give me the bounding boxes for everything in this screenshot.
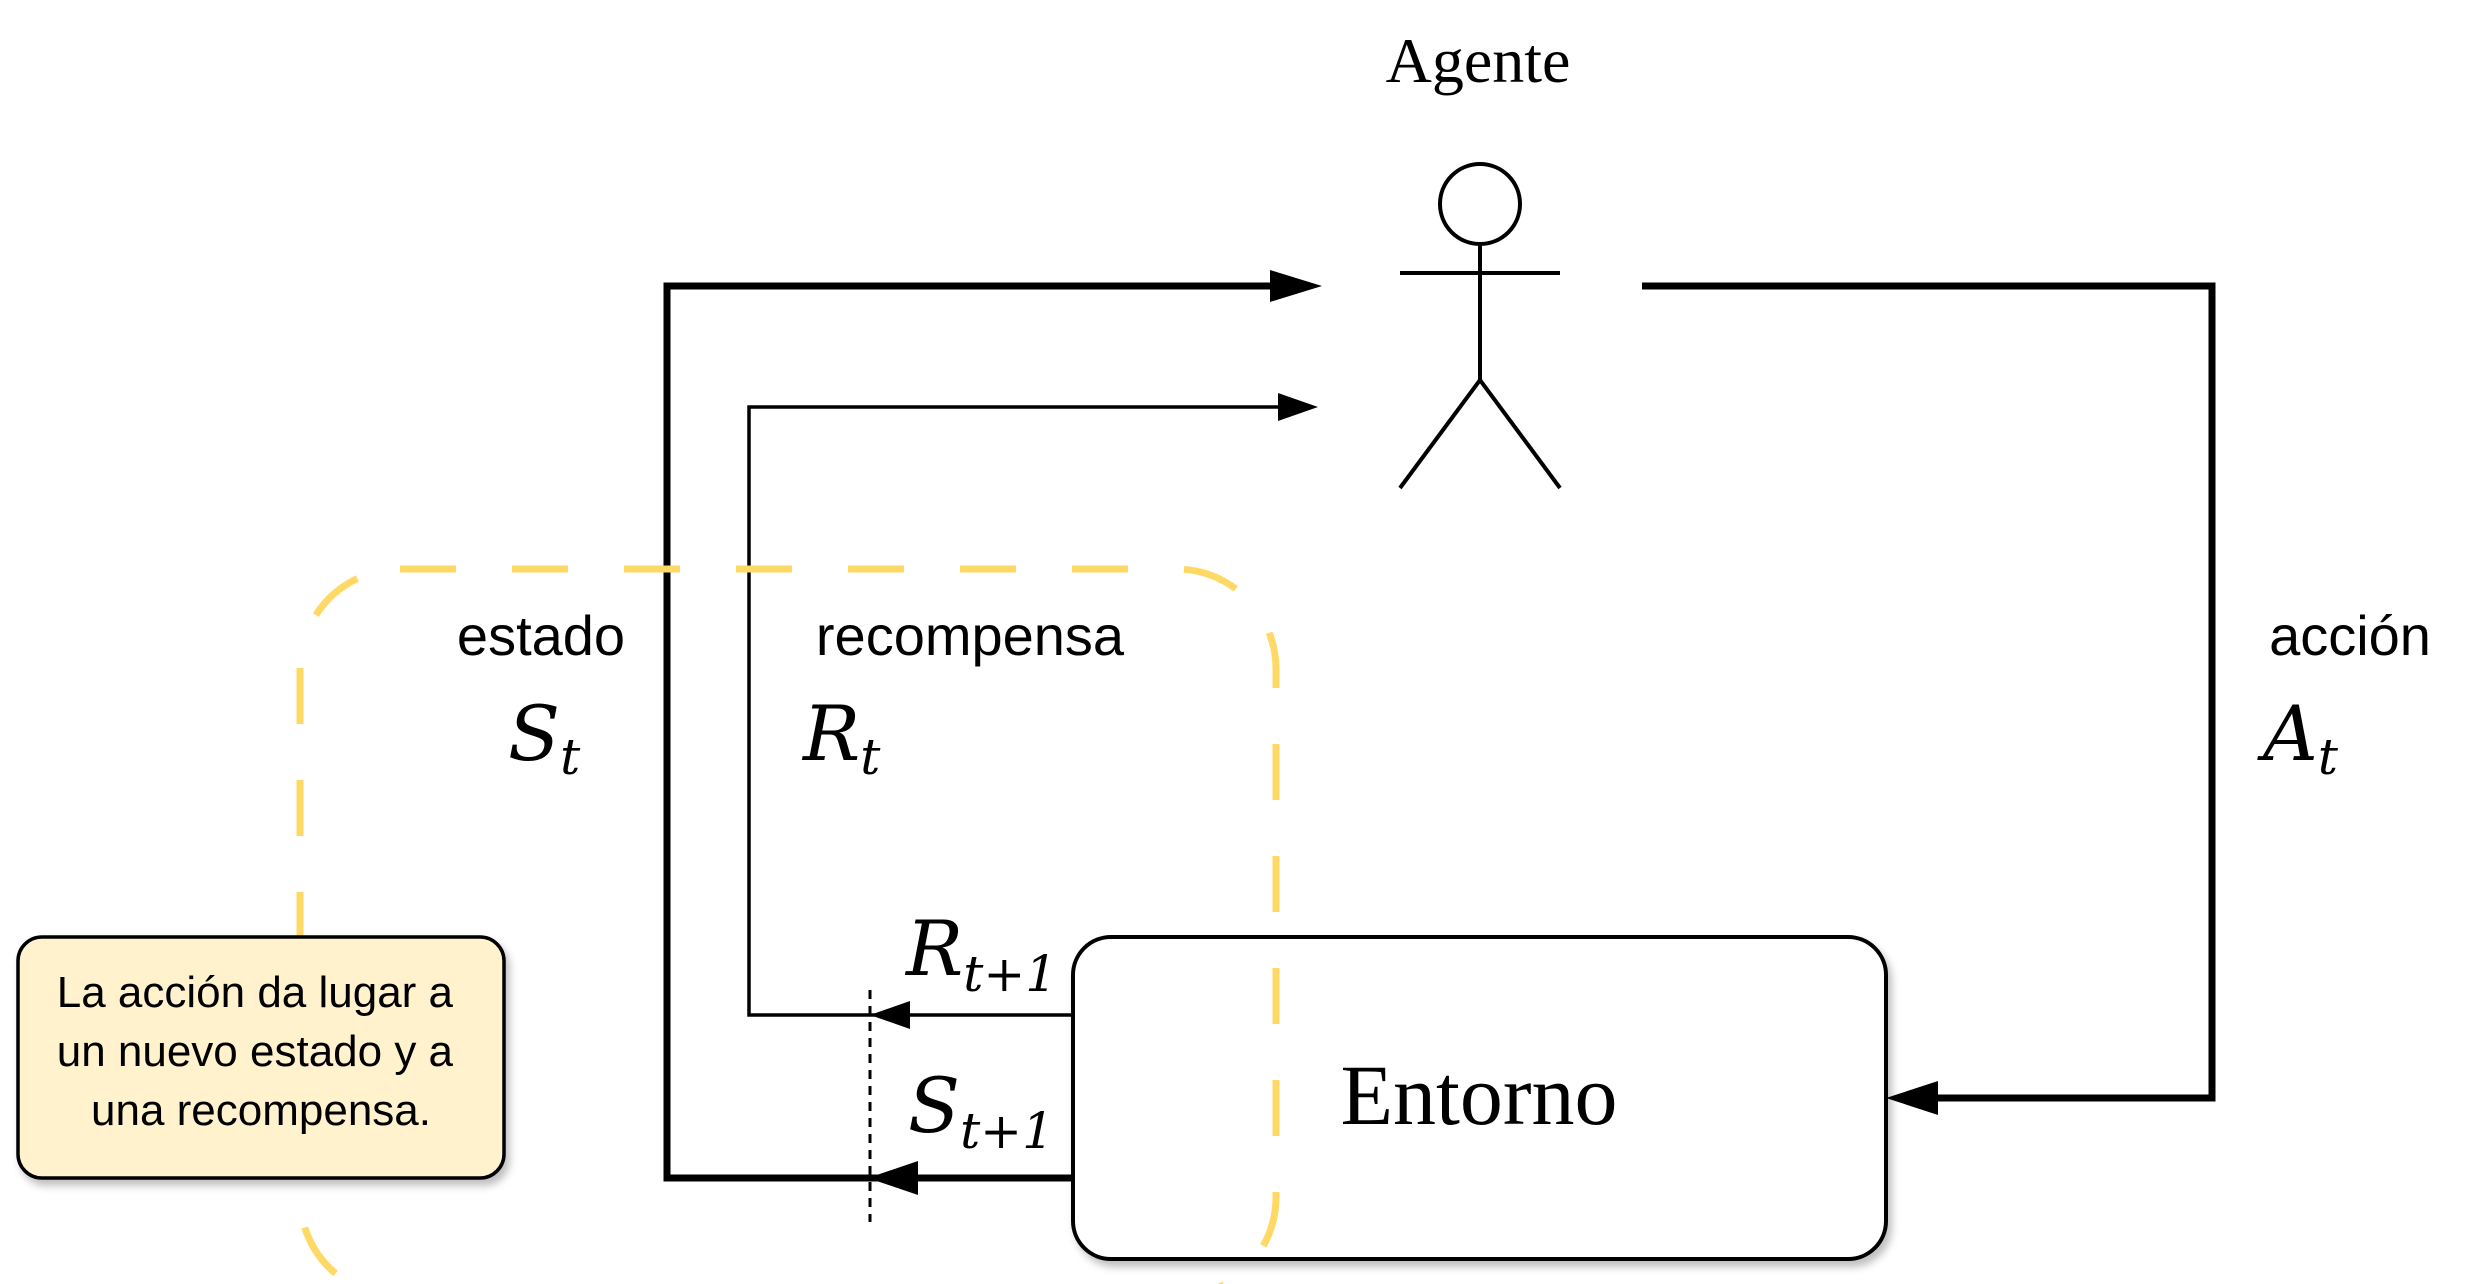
environment-label: Entorno <box>1340 1047 1617 1143</box>
action-arrow <box>1642 282 2216 1115</box>
reward-symbol: Rt <box>801 689 881 786</box>
state-label: estado <box>457 604 625 667</box>
note-box <box>16 935 506 1180</box>
next-state-symbol: St+1 <box>908 1061 1054 1160</box>
next-state-arrow <box>868 1161 918 1195</box>
reward-label: recompensa <box>816 604 1125 667</box>
next-reward-symbol: Rt+1 <box>904 904 1057 1003</box>
note-text: La acción da lugar a un nuevo estado y a… <box>57 968 466 1135</box>
state-symbol: St <box>508 689 581 786</box>
highlight-region <box>296 565 1280 1284</box>
action-label: acción <box>2269 604 2431 667</box>
agent-stick-figure-icon <box>1398 162 1562 490</box>
next-reward-arrow <box>870 1001 910 1029</box>
reward-feedback-arrow <box>747 393 1318 1017</box>
action-symbol: At <box>2257 689 2339 786</box>
agent-label: Agente <box>1386 25 1571 96</box>
